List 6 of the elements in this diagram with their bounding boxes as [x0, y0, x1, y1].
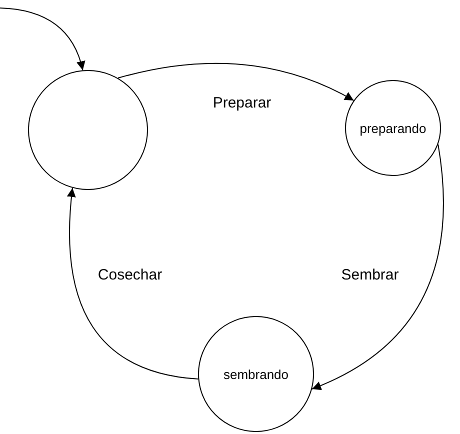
arrow: [0, 8, 85, 71]
arrow: [67, 187, 199, 380]
arrow: [312, 144, 444, 390]
state-name: sembrando: [223, 366, 289, 382]
arrow: [118, 62, 354, 101]
state-name: preparando: [360, 120, 426, 136]
